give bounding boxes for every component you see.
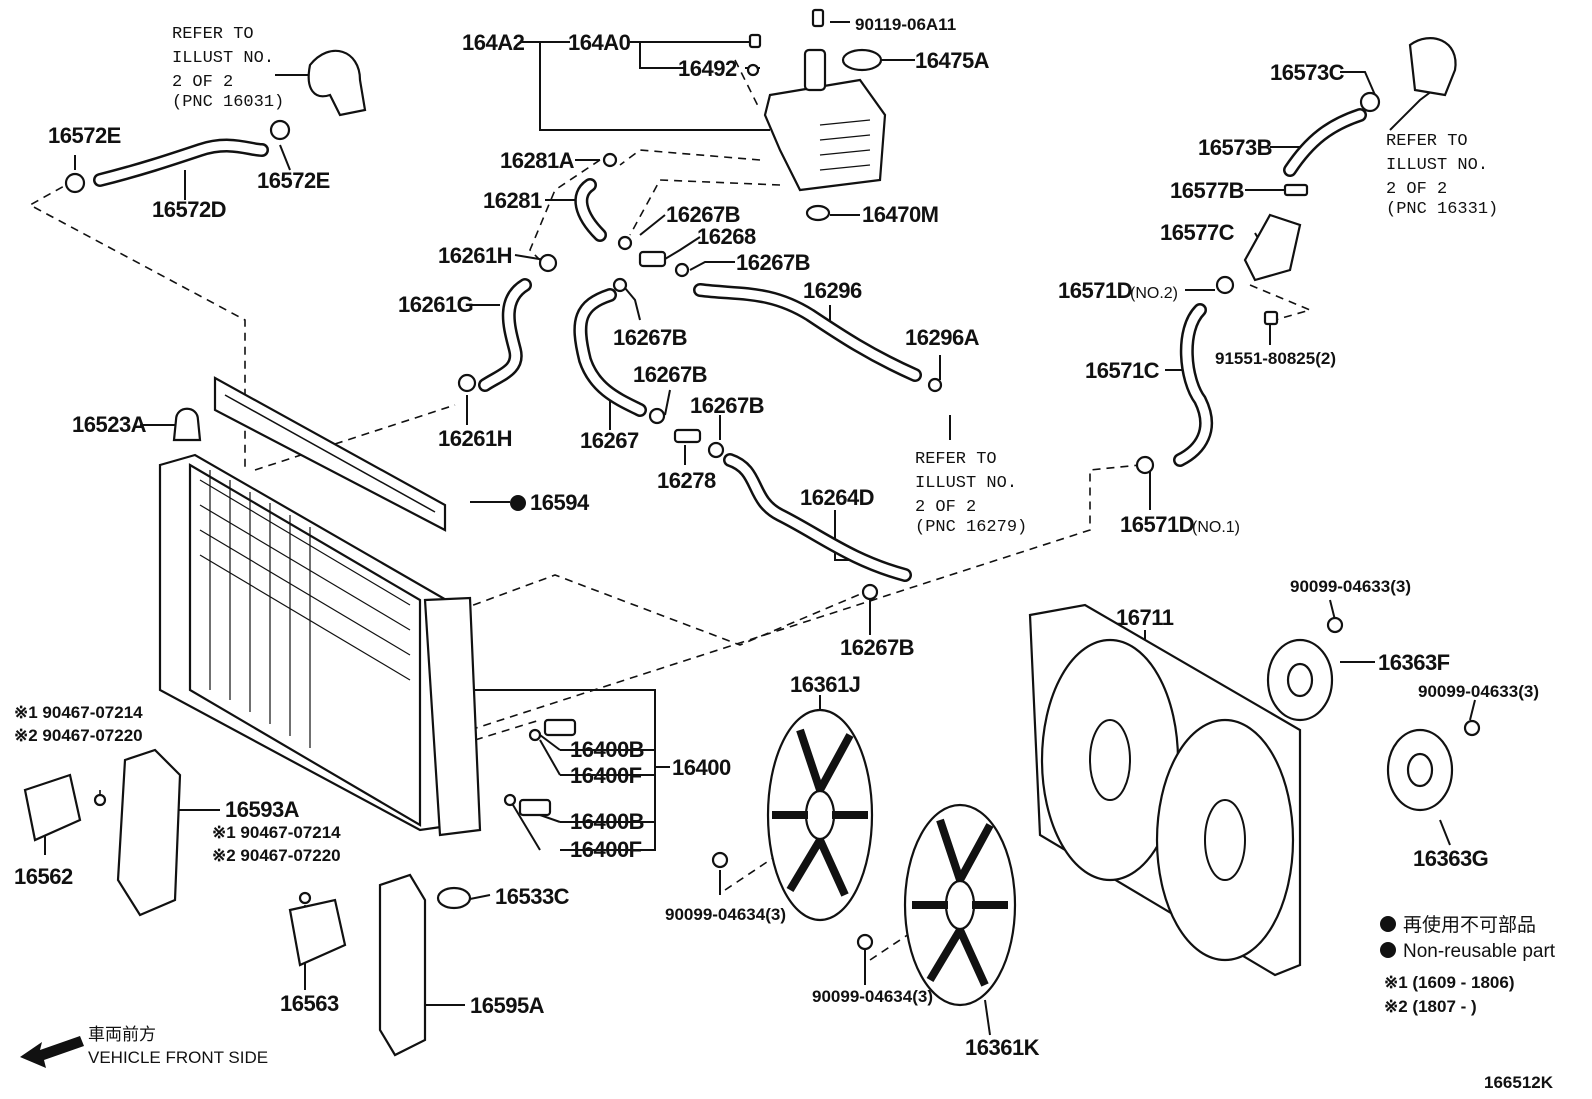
part-label: 16267 bbox=[580, 428, 639, 453]
fan-shroud bbox=[1028, 603, 1302, 977]
part-label: 91551-80825(2) bbox=[1215, 349, 1336, 368]
non-reusable-marker bbox=[510, 495, 526, 511]
part-label: 16261H bbox=[438, 426, 512, 451]
part-label: 16492 bbox=[678, 56, 737, 81]
part-label: 16267B bbox=[613, 325, 687, 350]
refer-note-middle: REFER TO ILLUST NO. 2 OF 2 (PNC 16279) bbox=[915, 450, 1027, 537]
part-label: 16573C bbox=[1270, 60, 1345, 85]
part-label: 90099-04634(3) bbox=[812, 987, 933, 1006]
front-arrow-icon bbox=[20, 1036, 84, 1068]
part-label: 16571D bbox=[1120, 512, 1194, 537]
variant-part-label: ※2 90467-07220 bbox=[14, 726, 143, 745]
part-label: 16400F bbox=[570, 763, 642, 788]
refer-line: REFER TO bbox=[1386, 132, 1468, 151]
part-label: 16361J bbox=[790, 672, 860, 697]
part-label: 16267B bbox=[736, 250, 810, 275]
part-label: 16261G bbox=[398, 292, 473, 317]
part-label: 16470M bbox=[862, 202, 939, 227]
refer-note-left: REFER TO ILLUST NO. 2 OF 2 (PNC 16031) bbox=[172, 25, 284, 112]
refer-line: (PNC 16031) bbox=[172, 93, 284, 112]
part-label: 16711 bbox=[1116, 605, 1174, 630]
vehicle-front-indicator: 車両前方 VEHICLE FRONT SIDE bbox=[20, 1025, 268, 1068]
part-label: 16268 bbox=[697, 224, 756, 249]
refer-note-right: REFER TO ILLUST NO. 2 OF 2 (PNC 16331) bbox=[1386, 132, 1498, 219]
part-label: 16571D bbox=[1058, 278, 1132, 303]
part-label: 16296A bbox=[905, 325, 980, 350]
part-label: 16261H bbox=[438, 243, 512, 268]
brackets-and-shrouds bbox=[23, 748, 427, 1057]
part-label: 16361K bbox=[965, 1035, 1040, 1060]
legend: 再使用不可部品 Non-reusable part ※1 (1609 - 180… bbox=[1380, 914, 1556, 1016]
fan-blades bbox=[711, 708, 1017, 1007]
refer-line: REFER TO bbox=[915, 450, 997, 469]
part-label: 16267B bbox=[666, 202, 740, 227]
part-label: 16533C bbox=[495, 884, 570, 909]
refer-line: (PNC 16331) bbox=[1386, 200, 1498, 219]
fan-motors bbox=[1266, 616, 1481, 812]
part-label: 16562 bbox=[14, 864, 73, 889]
part-label: 16571C bbox=[1085, 358, 1160, 383]
part-label: 90119-06A11 bbox=[855, 15, 956, 34]
legend-bullet bbox=[1380, 916, 1396, 932]
refer-line: 2 OF 2 bbox=[1386, 180, 1447, 199]
part-label: 16267B bbox=[690, 393, 764, 418]
part-number-labels: 164A2 164A0 16492 90119-06A11 16475A 162… bbox=[14, 15, 1539, 1060]
variant-part-label: ※2 90467-07220 bbox=[212, 846, 341, 865]
part-label: 16363F bbox=[1378, 650, 1450, 675]
part-label: 16563 bbox=[280, 991, 339, 1016]
part-label: 16296 bbox=[803, 278, 862, 303]
clamps-and-fittings bbox=[64, 37, 1457, 910]
legend-non-reusable-jp: 再使用不可部品 bbox=[1403, 914, 1536, 936]
part-label: 16281A bbox=[500, 148, 575, 173]
part-label: 16595A bbox=[470, 993, 545, 1018]
part-label: 16281 bbox=[483, 188, 542, 213]
part-label: 16593A bbox=[225, 797, 300, 822]
part-label: 16400F bbox=[570, 837, 642, 862]
part-label: 90099-04633(3) bbox=[1418, 682, 1539, 701]
part-label: 16572E bbox=[48, 123, 121, 148]
part-label: 16594 bbox=[530, 490, 590, 515]
legend-range-2: ※2 (1807 - ) bbox=[1384, 997, 1477, 1016]
part-label: 16572E bbox=[257, 168, 330, 193]
part-label: 16278 bbox=[657, 468, 716, 493]
refer-line: ILLUST NO. bbox=[915, 474, 1017, 493]
part-label: 16267B bbox=[840, 635, 914, 660]
part-label: 16363G bbox=[1413, 846, 1488, 871]
reservoir-tank bbox=[746, 8, 887, 222]
part-label: 16475A bbox=[915, 48, 990, 73]
part-label: 164A2 bbox=[462, 30, 525, 55]
part-label: 16523A bbox=[72, 412, 147, 437]
part-label: 16577C bbox=[1160, 220, 1235, 245]
refer-line: 2 OF 2 bbox=[915, 498, 976, 517]
variant-part-label: ※1 90467-07214 bbox=[14, 703, 143, 722]
part-label: 90099-04634(3) bbox=[665, 905, 786, 924]
legend-non-reusable-en: Non-reusable part bbox=[1403, 941, 1556, 962]
part-label: 16400B bbox=[570, 809, 644, 834]
part-label: 164A0 bbox=[568, 30, 631, 55]
legend-range-1: ※1 (1609 - 1806) bbox=[1384, 973, 1515, 992]
part-label: 16400 bbox=[672, 755, 731, 780]
front-side-en: VEHICLE FRONT SIDE bbox=[88, 1048, 268, 1067]
part-label: 90099-04633(3) bbox=[1290, 577, 1411, 596]
refer-line: 2 OF 2 bbox=[172, 73, 233, 92]
part-label: 16400B bbox=[570, 737, 644, 762]
diagram-id: 166512K bbox=[1484, 1073, 1554, 1092]
radiator bbox=[158, 376, 482, 837]
part-label: 16573B bbox=[1198, 135, 1272, 160]
refer-line: ILLUST NO. bbox=[172, 49, 274, 68]
part-label: 16572D bbox=[152, 197, 226, 222]
refer-line: ILLUST NO. bbox=[1386, 156, 1488, 175]
part-label-note: (NO.2) bbox=[1130, 285, 1178, 302]
refer-line: REFER TO bbox=[172, 25, 254, 44]
hoses bbox=[93, 108, 1367, 582]
legend-bullet bbox=[1380, 942, 1396, 958]
variant-part-label: ※1 90467-07214 bbox=[212, 823, 341, 842]
part-label: 16264D bbox=[800, 485, 874, 510]
part-label: 16267B bbox=[633, 362, 707, 387]
part-label-note: (NO.1) bbox=[1192, 519, 1240, 536]
refer-line: (PNC 16279) bbox=[915, 518, 1027, 537]
front-side-jp: 車両前方 bbox=[88, 1025, 156, 1044]
part-label: 16577B bbox=[1170, 178, 1244, 203]
